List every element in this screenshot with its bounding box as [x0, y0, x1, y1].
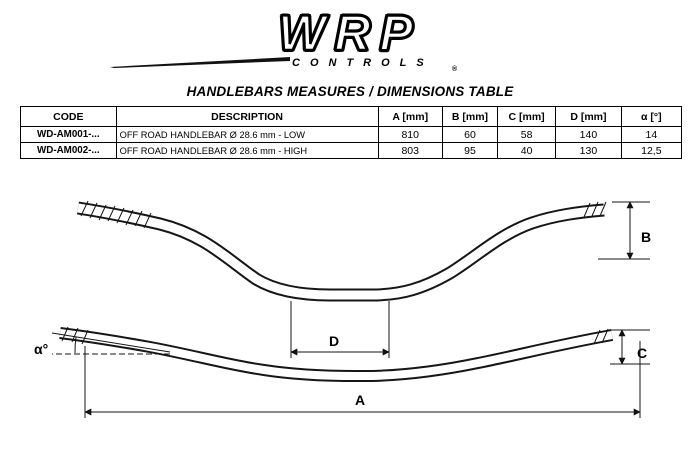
cell-description: OFF ROAD HANDLEBAR Ø 28.6 mm - HIGH: [115, 142, 379, 159]
cell-c: 58: [496, 126, 557, 143]
dim-label-b: B: [641, 229, 651, 245]
dim-label-a: A: [355, 392, 365, 408]
dimensions-table: CODE DESCRIPTION A [mm] B [mm] C [mm] D …: [20, 106, 683, 159]
cell-c: 40: [496, 142, 557, 159]
dim-label-alpha: α°: [34, 341, 48, 357]
table-row: WD-AM001-... OFF ROAD HANDLEBAR Ø 28.6 m…: [20, 126, 683, 143]
cell-d: 130: [555, 142, 622, 159]
col-header-b: B [mm]: [441, 106, 499, 127]
table-header-row: CODE DESCRIPTION A [mm] B [mm] C [mm] D …: [20, 106, 683, 127]
cell-b: 95: [441, 142, 499, 159]
right-grip-hatch: [583, 201, 607, 218]
logo-brand-text: WRP: [277, 5, 422, 61]
col-header-c: C [mm]: [496, 106, 557, 127]
cell-alpha: 14: [620, 126, 683, 143]
cell-code: WD-AM002-...: [20, 142, 117, 159]
col-header-code: CODE: [20, 106, 117, 127]
right-grip-hatch: [593, 328, 609, 345]
dim-label-d: D: [329, 333, 339, 349]
dim-label-c: C: [637, 345, 647, 361]
dimension-alpha: α°: [34, 332, 171, 357]
col-header-a: A [mm]: [377, 106, 443, 127]
cell-a: 803: [377, 142, 443, 159]
logo-subtitle-text: CONTROLS: [292, 57, 434, 69]
cell-b: 60: [441, 126, 499, 143]
dimension-a: A: [84, 341, 641, 418]
cell-d: 140: [555, 126, 622, 143]
col-header-description: DESCRIPTION: [115, 106, 379, 127]
table-row: WD-AM002-... OFF ROAD HANDLEBAR Ø 28.6 m…: [20, 142, 683, 159]
dimension-c: C: [610, 329, 650, 365]
left-grip-hatch: [61, 326, 89, 345]
cell-code: WD-AM001-...: [20, 126, 117, 143]
left-grip-hatch: [80, 200, 152, 229]
page-title: HANDLEBARS MEASURES / DIMENSIONS TABLE: [186, 84, 514, 99]
cell-alpha: 12,5: [620, 142, 683, 159]
logo-trademark: ®: [452, 66, 458, 73]
cell-a: 810: [377, 126, 443, 143]
handlebar-bottom-view: [59, 326, 614, 382]
dimension-b: B: [598, 201, 651, 260]
dimension-d: D: [290, 301, 390, 358]
cell-description: OFF ROAD HANDLEBAR Ø 28.6 mm - LOW: [115, 126, 379, 143]
handlebar-technical-drawing: B D α°: [34, 200, 651, 418]
handlebar-top-view: [77, 200, 607, 302]
col-header-d: D [mm]: [555, 106, 622, 127]
logo-swoosh-graphic: [110, 57, 290, 68]
col-header-alpha: α [°]: [620, 106, 683, 127]
